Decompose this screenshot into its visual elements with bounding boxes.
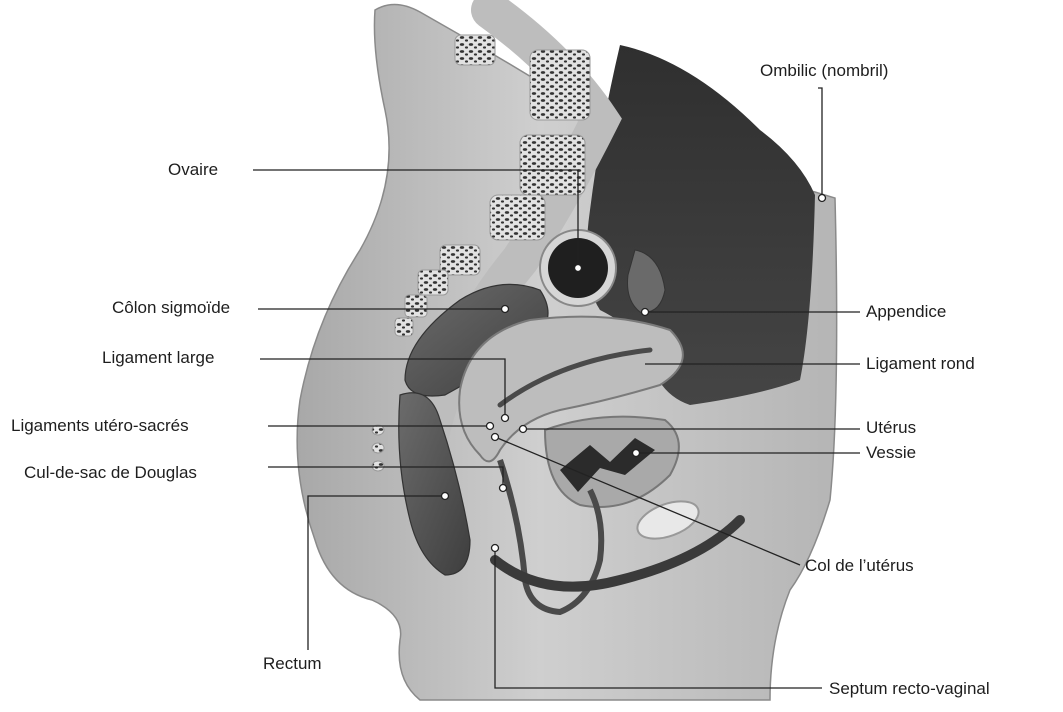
- label-ligaments-utero-sacres: Ligaments utéro-sacrés: [11, 416, 189, 436]
- label-septum: Septum recto-vaginal: [829, 679, 990, 699]
- label-ligament-rond: Ligament rond: [866, 354, 975, 374]
- label-rectum: Rectum: [263, 654, 322, 674]
- label-ovaire: Ovaire: [168, 160, 218, 180]
- label-appendice: Appendice: [866, 302, 946, 322]
- label-colon-sigmoide: Côlon sigmoïde: [112, 298, 230, 318]
- label-ligament-large: Ligament large: [102, 348, 214, 368]
- label-vessie: Vessie: [866, 443, 916, 463]
- label-col-uterus: Col de l’utérus: [805, 556, 914, 576]
- label-uterus: Utérus: [866, 418, 916, 438]
- label-ombilic: Ombilic (nombril): [760, 61, 888, 81]
- label-cul-de-sac: Cul-de-sac de Douglas: [24, 463, 197, 483]
- leader-ombilic: [818, 88, 822, 198]
